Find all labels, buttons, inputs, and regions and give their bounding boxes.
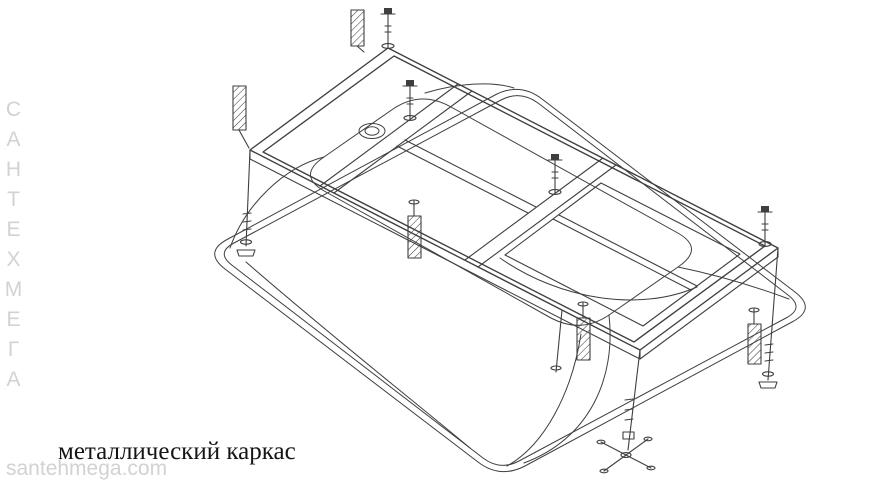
leg-left xyxy=(236,149,256,257)
center-rail xyxy=(396,139,537,214)
watermark-vertical: САНТЕХМЕГА xyxy=(2,98,25,398)
watermark-site: santehmega.com xyxy=(6,457,168,480)
leg-front-star-base xyxy=(596,349,656,474)
adjustable-foot xyxy=(236,249,256,257)
inner-subframe xyxy=(504,182,741,327)
leg-side-short xyxy=(550,309,563,373)
drain-hole-icon xyxy=(358,123,386,139)
bracket-left xyxy=(232,85,250,149)
legs-and-feet xyxy=(236,149,779,474)
adjustable-foot xyxy=(758,381,778,389)
mounting-brackets xyxy=(232,9,762,365)
bracket-top xyxy=(350,9,365,53)
bathtub-shell xyxy=(214,83,806,473)
stud-top-corner xyxy=(380,8,396,49)
bracket-center xyxy=(407,199,422,259)
diagram-caption: металлический каркас xyxy=(58,438,296,465)
metal-frame xyxy=(249,47,779,360)
stud-right-corner xyxy=(757,206,773,247)
bracket-lower xyxy=(576,301,591,361)
leg-right xyxy=(758,247,779,389)
crossbar-left xyxy=(319,83,473,194)
bracket-right xyxy=(747,307,762,365)
crossbar-middle xyxy=(464,157,617,268)
stud-crossbar-left xyxy=(402,80,418,121)
stud-crossbar-middle xyxy=(547,154,563,195)
threaded-studs xyxy=(380,8,773,247)
